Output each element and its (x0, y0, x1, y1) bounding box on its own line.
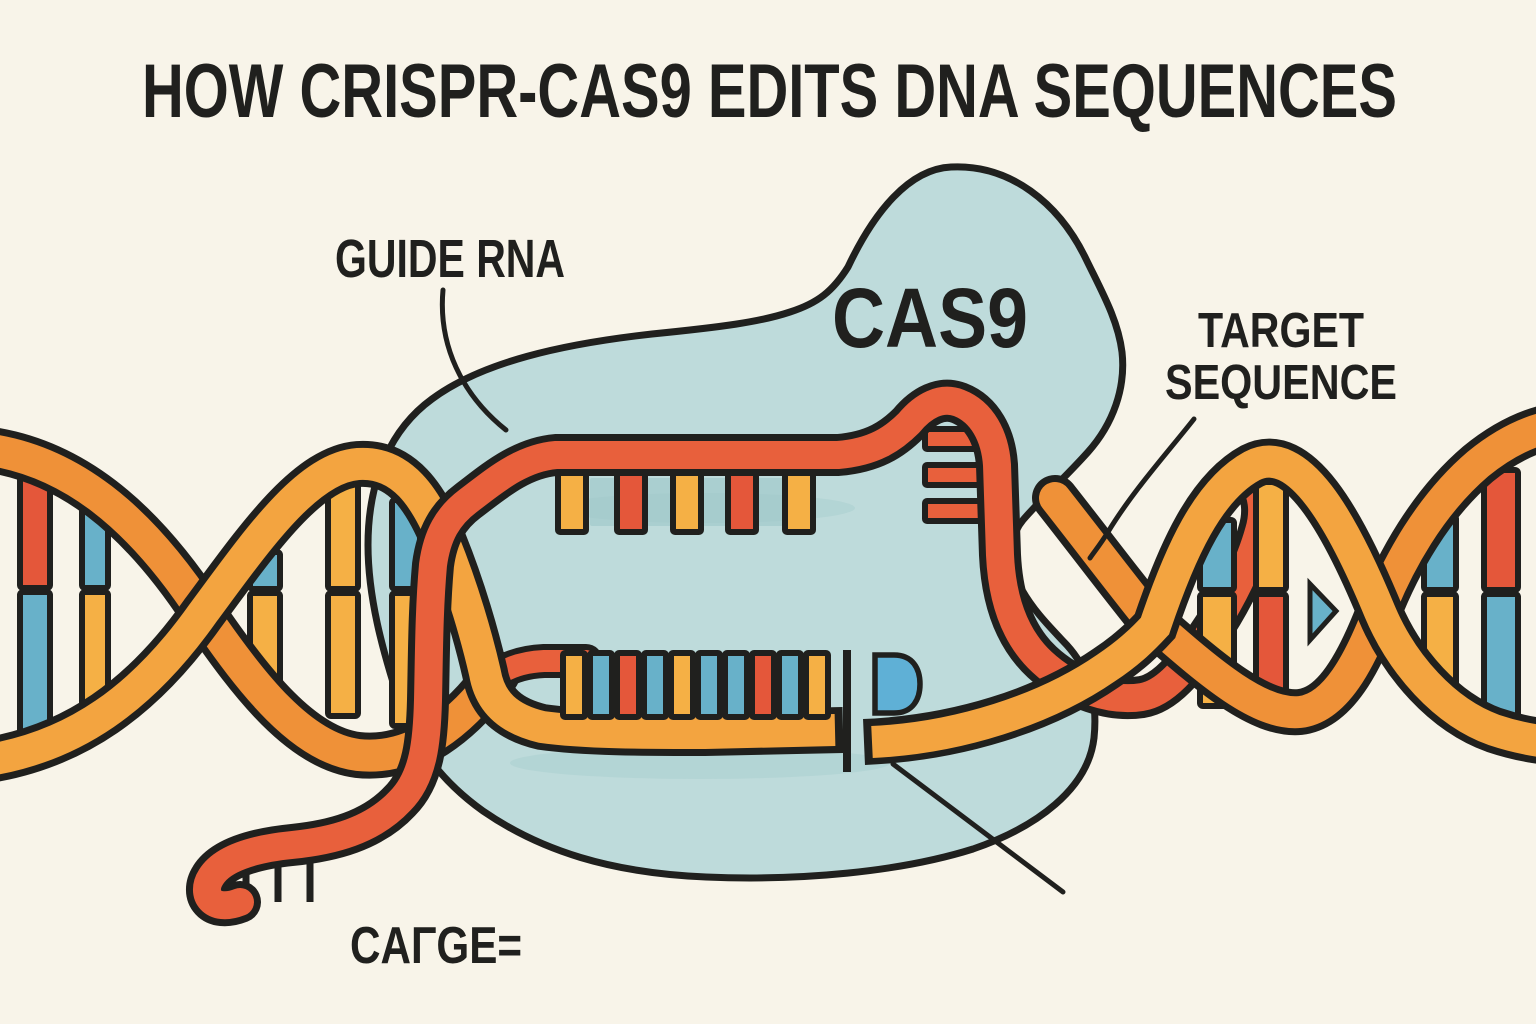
base-pair-segment (695, 650, 723, 720)
base-pair-segment (17, 473, 53, 591)
base-pair-segment (647, 478, 673, 526)
target-sequence-label-line2: SEQUENCE (1165, 356, 1397, 410)
base-pair-segment (1481, 467, 1521, 593)
guide-rna-strand (186, 379, 1284, 927)
lower-base-pairs (560, 650, 831, 720)
target-sequence-leader-line (1087, 416, 1197, 561)
dna-helix-right-strand-d (862, 438, 1536, 765)
pam-half-disc (872, 652, 923, 716)
guide-rna-label: GUIDE RNA (335, 229, 565, 289)
base-pair-segment (757, 478, 783, 526)
base-pair-segment (17, 589, 53, 737)
base-pair-segment (776, 650, 804, 720)
cas9-label: CAS9 (832, 271, 1028, 365)
cut-site-leader-line (890, 761, 1066, 895)
base-pair-segment (803, 650, 831, 720)
upper-base-pair-shadows (590, 478, 783, 526)
base-pair-segment (725, 465, 759, 535)
base-pair-segment (641, 650, 669, 720)
page-title: HOW CRISPR-CAS9 EDITS DNA SEQUENCES (142, 49, 1397, 134)
dna-helix-left-strand-b-target-tube (0, 440, 844, 782)
base-pair-segment (325, 590, 361, 719)
base-pair-segment (587, 650, 615, 720)
base-pair-segment (782, 465, 816, 535)
cas9-inner-shadow-lower (510, 747, 890, 779)
target-sequence-label-line1: TARGET (1198, 304, 1364, 358)
base-pair-segment (590, 478, 616, 526)
base-pair-segment (722, 650, 750, 720)
base-pair-segment (668, 650, 696, 720)
upper-base-pairs (555, 465, 816, 535)
base-pair-segment (703, 478, 729, 526)
base-pair-segment (614, 465, 648, 535)
base-pair-segment (1253, 591, 1289, 695)
base-pair-segment (614, 650, 642, 720)
base-pair-segment (555, 465, 589, 535)
guide-rna-leader-line (439, 287, 509, 433)
base-pair-segment (560, 650, 588, 720)
garbled-target-caption: CAΓGE= (350, 917, 522, 975)
base-pair-segment (749, 650, 777, 720)
base-wedge (1307, 577, 1340, 647)
base-pair-segment (670, 465, 704, 535)
base-pair-segment (1253, 479, 1289, 593)
